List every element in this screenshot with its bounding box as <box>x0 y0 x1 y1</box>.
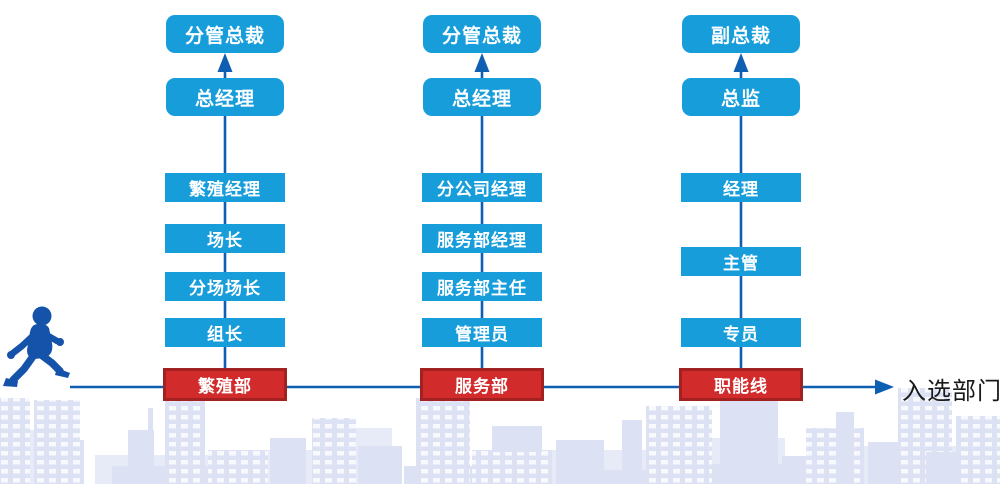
up-arrow-icon <box>733 53 749 72</box>
ladder-box: 专员 <box>681 318 801 347</box>
ladder-box: 经理 <box>681 173 801 202</box>
ladder-box: 服务部主任 <box>422 272 542 301</box>
department-box: 职能线 <box>679 368 803 401</box>
ladder-box: 繁殖经理 <box>165 173 285 202</box>
up-arrow-icon <box>474 53 490 72</box>
ladder-box: 分场场长 <box>165 272 285 301</box>
department-box: 服务部 <box>420 368 544 401</box>
executive-box: 副总裁 <box>682 15 800 53</box>
ladder-box: 分公司经理 <box>422 173 542 202</box>
skyline-near-layer <box>0 388 1000 484</box>
department-box: 繁殖部 <box>163 368 287 401</box>
up-arrow-icon <box>217 53 233 72</box>
ladder-box: 组长 <box>165 318 285 347</box>
walking-person-icon <box>3 306 70 387</box>
ladder-box: 管理员 <box>422 318 542 347</box>
ladder-box: 场长 <box>165 224 285 253</box>
axis-label: 入选部门 <box>902 378 1000 405</box>
executive-box: 总经理 <box>166 78 284 116</box>
executive-box: 总监 <box>682 78 800 116</box>
ladder-box: 主管 <box>681 247 801 276</box>
right-arrow-icon <box>875 379 894 395</box>
executive-box: 分管总裁 <box>423 15 541 53</box>
executive-box: 分管总裁 <box>166 15 284 53</box>
executive-box: 总经理 <box>423 78 541 116</box>
ladder-box: 服务部经理 <box>422 224 542 253</box>
